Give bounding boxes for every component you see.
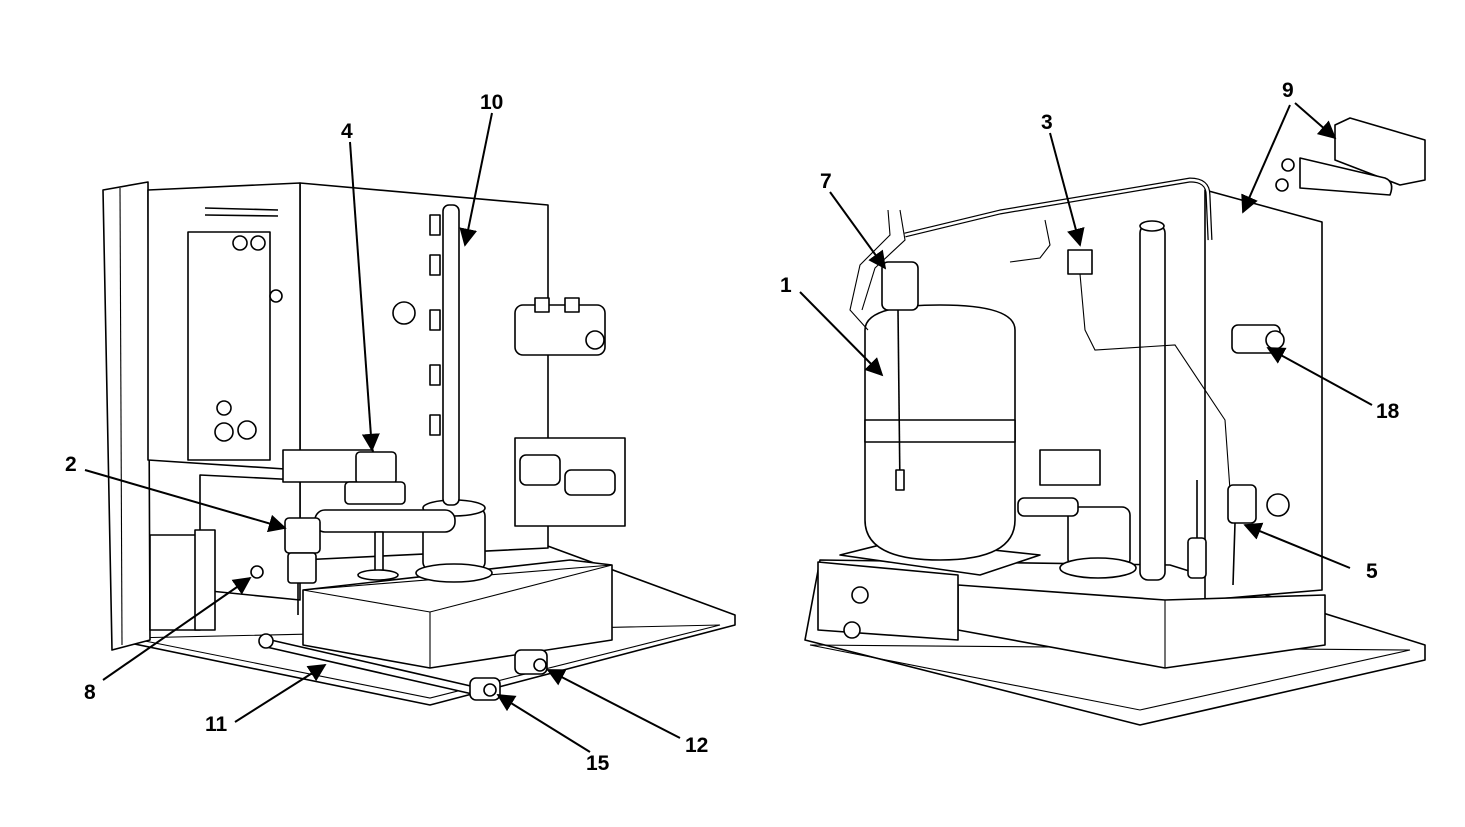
- refrigerant-line-top: [861, 209, 906, 311]
- fan-bracket: [1039, 449, 1101, 486]
- branch-line: [1009, 219, 1051, 263]
- control-box-knockout: [269, 289, 283, 303]
- water-inlet-valve-body: [344, 481, 406, 505]
- refrigerant-line-top: [849, 209, 891, 331]
- top-rod: [204, 214, 279, 217]
- callout-8: 8: [84, 681, 96, 704]
- pressure-switch: [1067, 249, 1093, 275]
- right-view-assembly: [804, 117, 1426, 726]
- leader-7: [829, 191, 887, 270]
- water-reservoir: [302, 559, 613, 669]
- control-box-knockout: [250, 235, 266, 251]
- leader-15: [496, 694, 591, 753]
- vertical-accumulator-cap: [1139, 220, 1165, 232]
- left-back-panel: [299, 182, 549, 561]
- tube-clip: [429, 309, 441, 331]
- callout-11: 11: [205, 713, 228, 736]
- leader-3: [1049, 132, 1085, 247]
- tube-clip: [429, 214, 441, 236]
- leader-11: [234, 664, 327, 723]
- mounted-valve-lower: [519, 454, 561, 486]
- callout-12: 12: [685, 734, 708, 757]
- compressor-band: [864, 419, 1016, 443]
- mounted-valve-upper-cap: [564, 297, 580, 313]
- leader-8: [102, 576, 252, 681]
- back-panel-knockout: [392, 301, 416, 325]
- drain-line-end: [258, 633, 274, 649]
- callout-3: 3: [1041, 111, 1053, 134]
- harvest-solenoid-fitting: [1275, 178, 1289, 192]
- control-box-knockout: [237, 420, 257, 440]
- left-frame-rail: [102, 181, 151, 651]
- callout-1: 1: [780, 274, 792, 297]
- control-box-knockout: [214, 422, 234, 442]
- harvest-solenoid: [1334, 117, 1426, 186]
- harvest-solenoid-tubes: [1299, 157, 1393, 196]
- leader-10: [459, 112, 493, 247]
- expansion-valve-port: [1266, 493, 1290, 517]
- mounted-valve-upper-cap: [534, 297, 550, 313]
- control-box-knockout: [216, 400, 232, 416]
- left-view-assembly: [102, 181, 736, 706]
- solenoid-valve: [284, 517, 321, 554]
- water-drain-fitting-port: [533, 658, 547, 672]
- tube-clip: [429, 364, 441, 386]
- callout-9: 9: [1282, 79, 1294, 102]
- expansion-valve: [1227, 484, 1257, 524]
- filter-drier: [881, 261, 919, 311]
- water-distribution-tube: [442, 204, 460, 506]
- condenser-fan-motor-base: [1059, 557, 1137, 579]
- sensor-bulb: [1187, 537, 1207, 579]
- leader-5: [1243, 522, 1351, 569]
- leader-1: [799, 291, 884, 377]
- callout-10: 10: [480, 91, 503, 114]
- callout-15: 15: [586, 752, 610, 775]
- solenoid-valve-body: [287, 552, 317, 584]
- front-box-fitting: [843, 621, 861, 639]
- control-box: [187, 231, 271, 461]
- vertical-accumulator-tube: [1139, 224, 1166, 581]
- water-pump-base: [415, 563, 493, 583]
- hot-gas-valve-port: [1265, 330, 1285, 350]
- left-frame-edge: [119, 187, 123, 646]
- mounted-valve-upper: [514, 304, 606, 356]
- mounted-valve-upper-port: [585, 330, 605, 350]
- discharge-line: [1017, 497, 1079, 517]
- leader-2: [84, 469, 287, 533]
- water-inlet-valve: [355, 451, 397, 485]
- pressure-switch-line: [1079, 273, 1231, 491]
- control-box-knockout: [232, 235, 248, 251]
- top-rod: [204, 207, 279, 211]
- filter-drier-line-fitting: [895, 469, 905, 491]
- front-box-fitting: [851, 586, 869, 604]
- callout-4: 4: [341, 120, 353, 143]
- callout-5: 5: [1366, 560, 1378, 583]
- callout-labels: 1 2 3 4 5 7 8 9 10 11 12 15 18: [65, 79, 1400, 775]
- leader-12: [546, 669, 681, 739]
- right-back-panel: [1204, 189, 1323, 601]
- right-front-box: [817, 561, 959, 641]
- leader-4: [349, 141, 380, 452]
- leader-9a: [1294, 102, 1337, 140]
- callout-18: 18: [1376, 400, 1400, 423]
- leader-18: [1266, 347, 1373, 406]
- callout-2: 2: [65, 453, 77, 476]
- leader-9b: [1241, 104, 1291, 214]
- leader-lines: [84, 102, 1373, 753]
- drain-pipe-support: [374, 531, 384, 573]
- tube-clip: [429, 414, 441, 436]
- filter-drier-line: [897, 309, 901, 491]
- water-inlet-fitting: [250, 565, 264, 579]
- callout-7: 7: [820, 170, 832, 193]
- mounted-valve-lower-body: [564, 469, 616, 496]
- expansion-valve-line: [1232, 522, 1236, 586]
- drain-pipe-foot: [357, 569, 399, 581]
- refrigerant-line-main-inner: [904, 178, 1212, 241]
- side-bracket: [149, 534, 201, 631]
- bin-drain-fitting-port: [483, 683, 497, 697]
- harvest-solenoid-fitting: [1281, 158, 1295, 172]
- drain-pipe: [314, 509, 456, 533]
- tube-clip: [429, 254, 441, 276]
